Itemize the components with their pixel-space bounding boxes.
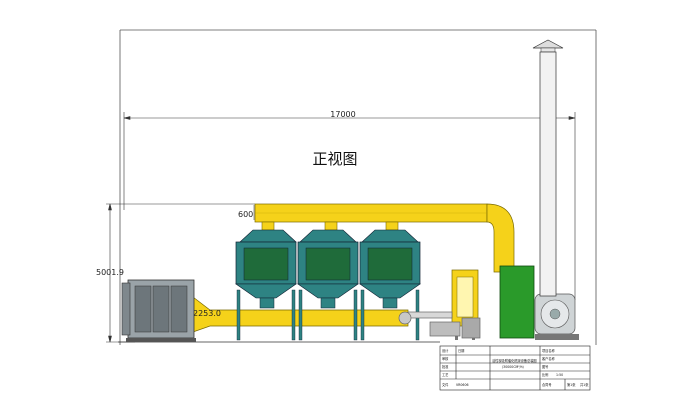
exhaust-stack (532, 39, 564, 297)
title-block-text: 设计 审核 批准 工艺 日期 活性炭吸附催化燃烧设备总装图 （30000CM³/… (442, 348, 589, 387)
svg-text:审核: 审核 (442, 356, 449, 361)
svg-text:合同号: 合同号 (542, 382, 552, 387)
svg-text:项目名称: 项目名称 (542, 348, 556, 353)
drawing-frame (119, 29, 597, 345)
svg-text:共1张: 共1张 (580, 382, 589, 387)
dimension-inlet-height-label: 5001.9 (96, 268, 124, 277)
svg-text:活性炭吸附催化燃烧设备总装图: 活性炭吸附催化燃烧设备总装图 (492, 358, 537, 363)
svg-text:设计: 设计 (442, 348, 449, 353)
branch-ducts (261, 221, 399, 231)
adsorber-tower-1 (235, 229, 297, 341)
dimension-overall-length (123, 112, 576, 300)
view-title: 正视图 (312, 150, 357, 168)
svg-text:VR0606: VR0606 (456, 383, 469, 387)
main-exhaust-fan (499, 265, 579, 340)
adsorber-tower-3 (359, 229, 421, 341)
svg-text:1:50: 1:50 (556, 373, 563, 377)
svg-text:第1张: 第1张 (567, 382, 576, 387)
dimension-inlet-duct-label: 2253.0 (193, 309, 221, 318)
svg-text:客户名称: 客户名称 (542, 356, 556, 361)
adsorber-tower-2 (297, 229, 359, 341)
title-block (439, 345, 591, 391)
svg-text:批准: 批准 (442, 364, 449, 369)
top-collection-duct (254, 203, 515, 273)
svg-text:（30000CM³/h）: （30000CM³/h） (500, 364, 526, 369)
svg-text:文件: 文件 (442, 382, 449, 387)
svg-text:图号: 图号 (542, 364, 548, 369)
dimension-outlet-duct-label: 600 (238, 210, 253, 219)
dimension-overall-length-label: 17000 (330, 110, 355, 119)
desorption-piping (398, 311, 481, 339)
svg-text:日期: 日期 (458, 348, 464, 353)
svg-text:工艺: 工艺 (442, 372, 448, 377)
svg-text:比例: 比例 (542, 372, 548, 377)
dry-filter-box (121, 279, 196, 342)
